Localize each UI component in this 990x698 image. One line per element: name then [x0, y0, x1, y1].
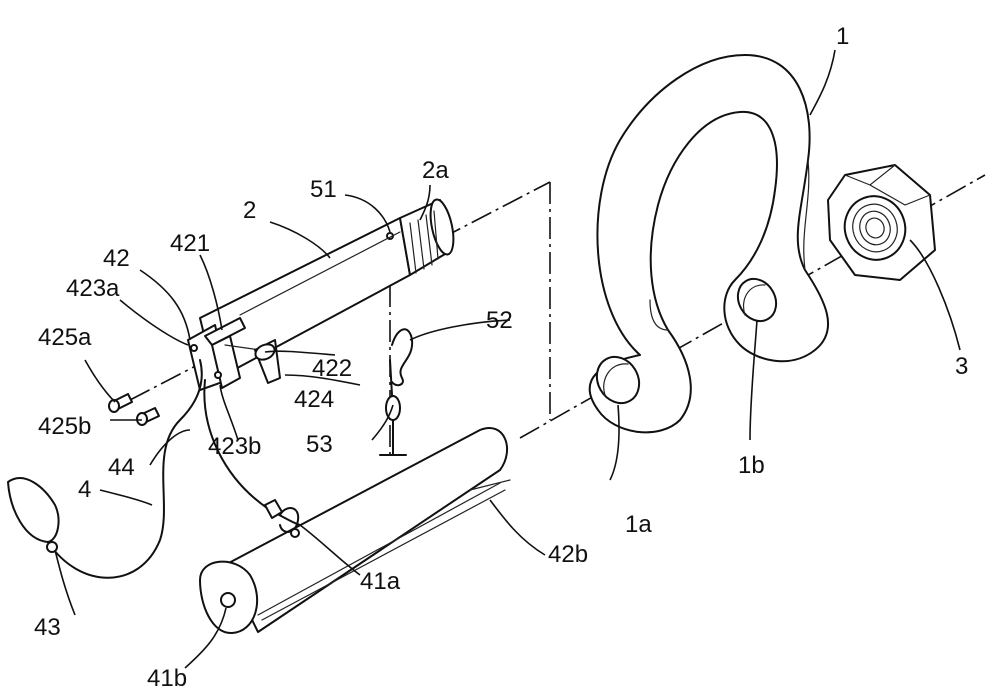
leader-lines — [54, 49, 961, 669]
label-43: 43 — [34, 614, 61, 641]
label-41a: 41a — [360, 568, 401, 595]
screws — [108, 393, 160, 426]
label-42b: 42b — [548, 541, 588, 568]
label-424: 424 — [294, 386, 334, 413]
lanyard — [7, 359, 301, 579]
clip — [379, 328, 414, 456]
label-44: 44 — [108, 454, 135, 481]
label-51: 51 — [310, 176, 337, 203]
sleeve — [199, 427, 511, 635]
label-3: 3 — [955, 353, 968, 380]
label-41b: 41b — [147, 665, 187, 692]
label-4: 4 — [78, 476, 91, 503]
label-1a: 1a — [625, 511, 652, 538]
label-53: 53 — [306, 431, 333, 458]
label-1: 1 — [836, 23, 849, 50]
label-422: 422 — [312, 355, 352, 382]
label-423b: 423b — [208, 433, 261, 460]
label-421: 421 — [170, 230, 210, 257]
pin-head — [187, 317, 261, 391]
label-42: 42 — [103, 245, 130, 272]
label-2: 2 — [243, 197, 256, 224]
label-425a: 425a — [38, 324, 92, 351]
hex-nut — [827, 164, 936, 281]
label-423a: 423a — [66, 275, 120, 302]
reference-labels: 1 1a 1b 2 2a 3 4 41a 41b 42 42b 421 422 … — [34, 23, 968, 692]
label-1b: 1b — [738, 452, 765, 479]
label-425b: 425b — [38, 413, 91, 440]
label-52: 52 — [486, 307, 513, 334]
pin — [199, 198, 455, 381]
label-2a: 2a — [422, 157, 449, 184]
shackle-body — [588, 54, 830, 434]
